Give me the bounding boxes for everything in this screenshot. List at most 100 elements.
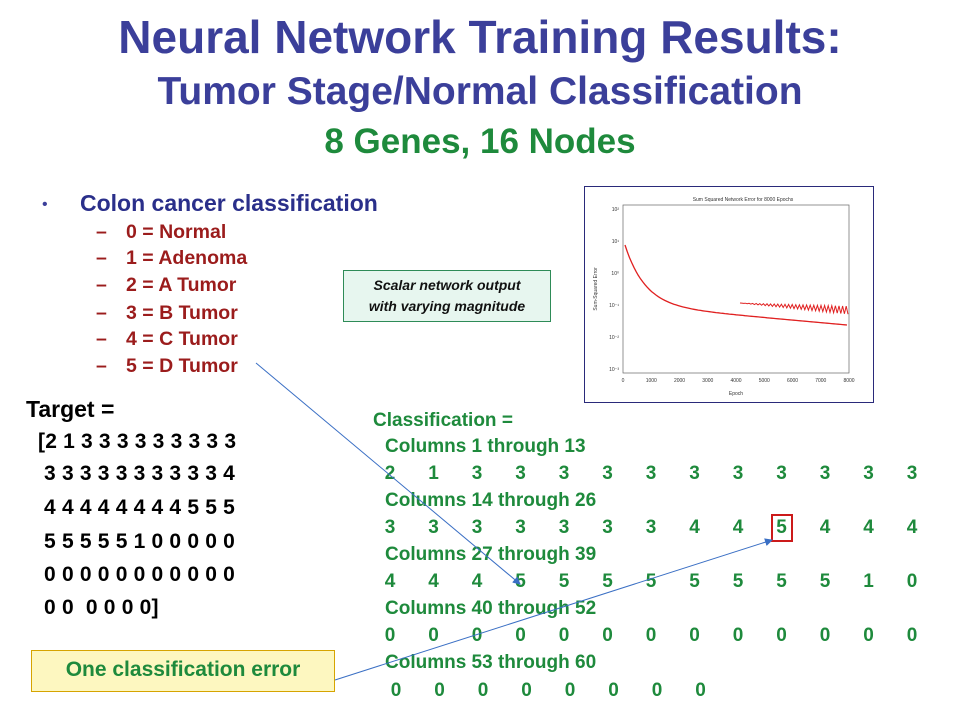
classification-value: 0 (695, 680, 706, 701)
classification-value: 0 (732, 625, 744, 646)
plot-ytick-label: 10² (612, 207, 620, 213)
scalar-output-callout: Scalar network output with varying magni… (343, 270, 551, 322)
classification-value: 0 (428, 625, 439, 646)
class-item-a-tumor: –2 = A Tumor (96, 274, 236, 297)
classification-value: 3 (558, 463, 570, 484)
plot-ylabel: Sum-Squared Error (593, 267, 599, 311)
class-item-label: 5 = D Tumor (126, 355, 238, 377)
classification-value: 0 (384, 625, 396, 646)
error-curve (624, 244, 848, 326)
columns-header: Columns 27 through 39 (385, 544, 597, 565)
classification-value: 0 (477, 680, 489, 701)
classification-value: 5 (819, 571, 831, 592)
classification-value: 0 (515, 625, 526, 646)
classification-value: 4 (428, 571, 439, 592)
class-item-c-tumor: –4 = C Tumor (96, 328, 238, 351)
classification-value: 4 (732, 517, 744, 538)
classification-value: 0 (906, 625, 918, 646)
classification-error-value: 5 (770, 514, 793, 542)
dash: – (96, 221, 107, 243)
plot-xtick-label: 5000 (759, 378, 770, 384)
plot-xtick-label: 6000 (787, 378, 798, 384)
dash: – (96, 328, 107, 350)
plot-ytick-label: 10⁻¹ (609, 303, 619, 309)
class-item-adenoma: –1 = Adenoma (96, 247, 247, 270)
classification-value: 4 (863, 517, 874, 538)
plot-xtick-label: 4000 (730, 378, 741, 384)
classification-value: 0 (471, 625, 483, 646)
classification-value: 4 (384, 571, 396, 592)
classification-value: 0 (602, 625, 613, 646)
plot-xtick-label: 3000 (702, 378, 713, 384)
classification-value: 2 (384, 463, 396, 484)
classification-value: 0 (906, 571, 918, 592)
target-line: 5 5 5 5 5 1 0 0 0 0 0 (38, 530, 236, 553)
classification-value: 4 (689, 517, 700, 538)
classification-value: 4 (471, 571, 483, 592)
plot-title: Sum Squared Network Error for 8000 Epoch… (693, 197, 794, 203)
classification-value: 5 (776, 571, 787, 592)
classification-value: 0 (689, 625, 700, 646)
slide-title: Neural Network Training Results: (118, 11, 842, 63)
callout-line: Scalar network output (373, 277, 521, 293)
classification-value: 1 (863, 571, 874, 592)
plot-axes-box (622, 204, 850, 374)
class-item-label: 2 = A Tumor (126, 274, 237, 296)
slide-subtitle: Tumor Stage/Normal Classification (157, 70, 803, 113)
class-item-d-tumor: –5 = D Tumor (96, 355, 238, 378)
plot-xtick-label: 1000 (646, 378, 657, 384)
classification-value: 5 (732, 571, 744, 592)
classification-value: 3 (384, 517, 396, 538)
classification-value: 3 (645, 463, 657, 484)
training-error-plot: Sum Squared Network Error for 8000 Epoch… (584, 186, 874, 403)
classification-value: 0 (651, 680, 663, 701)
classification-value: 0 (564, 680, 576, 701)
classification-value: 0 (776, 625, 787, 646)
dash: – (96, 247, 107, 269)
slide-subtitle-genes-nodes: 8 Genes, 16 Nodes (324, 122, 636, 161)
classification-value: 3 (819, 463, 831, 484)
class-item-normal: –0 = Normal (96, 221, 226, 244)
classification-value: 3 (428, 517, 439, 538)
plot-ytick-label: 10⁻² (609, 335, 619, 341)
error-curve-band (739, 302, 849, 315)
classification-value: 3 (515, 463, 526, 484)
classification-value: 0 (608, 680, 619, 701)
target-line: 0 0 0 0 0 0] (38, 596, 159, 619)
columns-header: Columns 40 through 52 (385, 598, 597, 619)
classification-value: 5 (602, 571, 613, 592)
target-line: 4 4 4 4 4 4 4 4 5 5 5 (38, 496, 236, 519)
dash: – (96, 274, 107, 296)
dash: – (96, 302, 107, 324)
classification-error-callout: One classification error (31, 650, 335, 692)
classification-value: 3 (602, 517, 613, 538)
error-plot-svg: Sum Squared Network Error for 8000 Epoch… (593, 197, 855, 397)
classification-value: 3 (863, 463, 874, 484)
plot-xtick-label: 0 (622, 378, 625, 384)
class-item-label: 1 = Adenoma (126, 247, 248, 269)
columns-header: Columns 1 through 13 (385, 436, 586, 457)
plot-ytick-label: 10¹ (612, 239, 620, 245)
plot-ytick-label: 10⁻³ (609, 367, 619, 373)
classification-value: 3 (776, 463, 787, 484)
classification-value: 3 (558, 517, 570, 538)
classification-value: 3 (471, 517, 483, 538)
target-label: Target = (26, 396, 115, 422)
plot-ytick-label: 10⁰ (611, 271, 619, 277)
classification-value: 0 (645, 625, 657, 646)
class-item-label: 0 = Normal (126, 221, 227, 243)
classification-value: 0 (521, 680, 532, 701)
classification-value: 5 (558, 571, 570, 592)
plot-xtick-label: 7000 (815, 378, 826, 384)
classification-value: 5 (515, 571, 526, 592)
target-line: 3 3 3 3 3 3 3 3 3 3 4 (38, 462, 236, 485)
target-line: [2 1 3 3 3 3 3 3 3 3 3 (38, 430, 237, 453)
dash: – (96, 355, 107, 377)
class-item-label: 3 = B Tumor (126, 302, 238, 324)
classification-value: 5 (689, 571, 700, 592)
classification-value: 0 (390, 680, 402, 701)
classification-value: 3 (906, 463, 918, 484)
